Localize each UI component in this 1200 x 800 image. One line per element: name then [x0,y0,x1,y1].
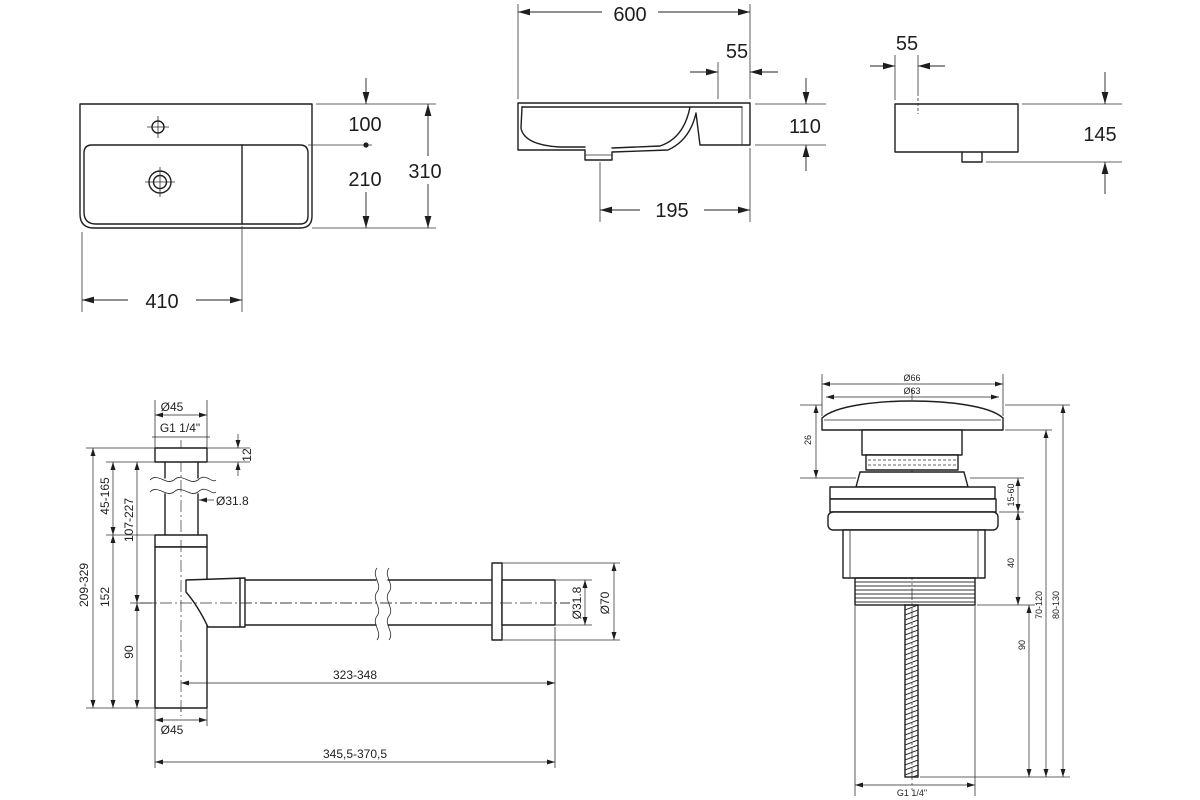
dim-height-label: 110 [789,116,821,138]
valve-thread [854,577,976,606]
siphon-drawing: Ø45 G1 1/4" 12 Ø31.8 209-329 45-165 152 … [77,400,620,768]
dim-height-label: 145 [1083,124,1116,146]
top-diameter-label: Ø45 [161,400,184,414]
valve-stem [861,429,963,456]
thread-label: G1 1/4" [897,788,927,798]
body-height-label: 40 [1006,558,1016,568]
dim-rim-label: 55 [726,41,748,63]
threaded-rod [904,604,919,778]
wall-pipe-end [501,579,556,626]
valve-collar [855,471,969,488]
overall-b-label: 80-130 [1051,591,1061,619]
bottom-diameter-label: Ø45 [161,723,184,737]
pipe-diameter-label: Ø31.8 [570,586,584,619]
dim-drain-offset-label: 195 [655,200,688,222]
rosette-diameter-label: Ø70 [598,591,612,614]
outlet-height-label: 90 [122,645,136,659]
valve-body [842,529,986,579]
flange-gasket [827,511,999,531]
wall-rosette [491,562,503,641]
tap-hole-symbol [147,116,169,138]
drain-outlet-tab [961,151,983,163]
overall-a-label: 70-120 [1034,591,1044,619]
dim-bowl-width-label: 410 [145,291,178,313]
tube-diameter-label: Ø31.8 [216,494,249,508]
break-line [374,567,380,641]
valve-cap [821,400,1004,431]
inlet-to-outlet-label: 107-227 [122,498,136,542]
total-length-label: 345,5-370,5 [323,747,387,761]
dim-rim-label: 55 [896,33,918,55]
flange-plate [829,486,996,500]
clamp-range-label: 15-60 [1006,483,1016,506]
inner-diameter-label: Ø63 [903,386,920,396]
inlet-length-label: 45-165 [98,477,112,515]
break-line [149,488,217,494]
outlet-length-label: 323-348 [333,668,377,682]
bowl-inner-curve [520,106,586,148]
basin-side-outline [894,103,1019,153]
dim-front-label: 210 [348,169,381,191]
cap-height-label: 26 [803,435,813,445]
basin-outline [79,103,313,229]
flange-plate-lower [829,498,997,513]
basin-section-outline [517,102,751,161]
dim-depth-label: 310 [408,161,441,183]
flange-height-label: 12 [240,448,254,462]
dim-width-label: 600 [613,4,646,26]
break-line [386,567,392,641]
basin-plan-view: 100 210 310 410 [79,78,442,313]
basin-section-view: 600 55 110 195 [517,4,826,222]
valve-spring [865,454,959,471]
waste-valve-drawing: Ø66 Ø63 26 15-60 40 90 70-120 80-130 G1 … [800,373,1070,798]
cap-diameter-label: Ø66 [903,373,920,383]
dim-rear-label: 100 [348,114,381,136]
body-height-label: 152 [98,587,112,607]
bowl-inner-curve-right [611,106,691,149]
top-flange [154,447,208,463]
drain-hole-symbol [145,167,175,197]
outlet-elbow [185,577,246,628]
top-thread-label: G1 1/4" [160,421,200,435]
dimension-dot [363,142,369,148]
basin-side-view: 55 145 [870,33,1122,194]
basin-bowl-outline [83,144,309,225]
break-line [149,476,217,482]
total-height-label: 209-329 [77,563,91,607]
rod-length-label: 90 [1017,640,1027,650]
